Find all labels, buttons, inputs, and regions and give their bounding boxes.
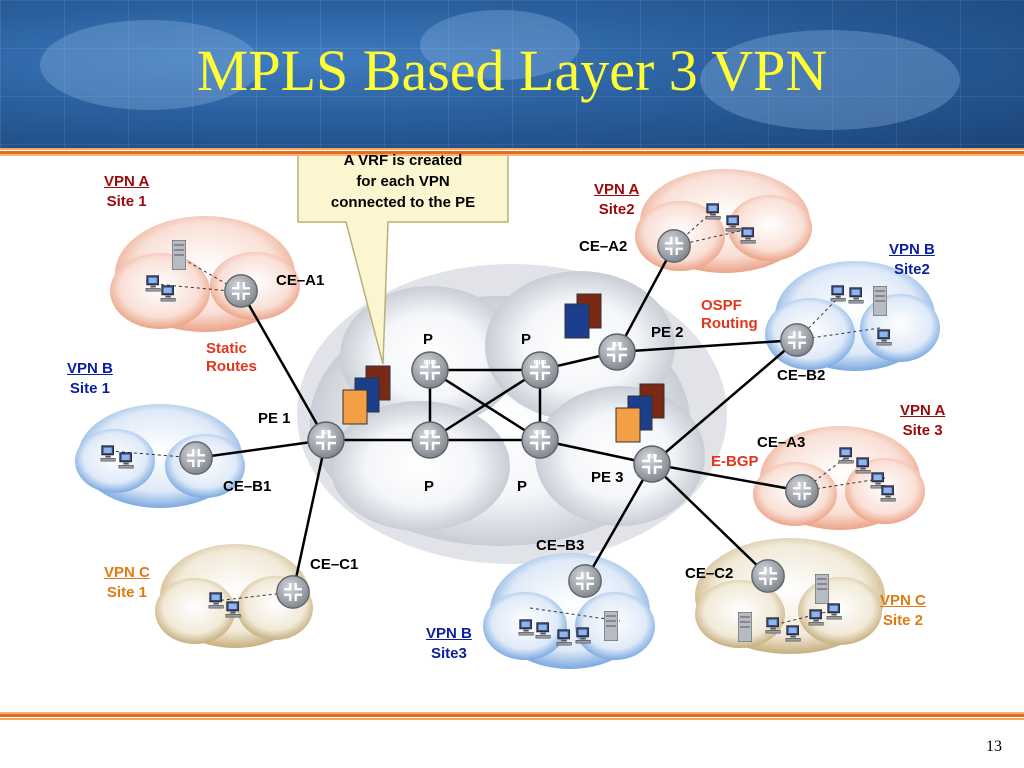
router-model-label: M20 <box>321 430 331 436</box>
router-pe3 <box>632 444 672 484</box>
callout-line: A VRF is created <box>343 152 463 169</box>
site-label-vpn-b-site3: VPN B Site3 <box>426 624 472 664</box>
slide-header: MPLS Based Layer 3 VPN <box>0 0 1024 148</box>
vpn-name: VPN C <box>880 592 926 609</box>
label-pe3: PE 3 <box>591 469 624 486</box>
site-name: Site 1 <box>69 380 110 397</box>
site-name: Site2 <box>893 261 930 278</box>
network-diagram: M20 M20 M20 M160 M160 M160 M160 <box>75 156 940 669</box>
router-model-label: M160 <box>424 430 437 436</box>
vrf-stack-pe2 <box>564 293 602 339</box>
router-model-label: M160 <box>424 360 437 366</box>
ospf-routing-note: OSPF Routing <box>701 297 758 333</box>
site-label-vpn-c-site1: VPN C Site 1 <box>104 563 150 603</box>
label-ce-a3: CE–A3 <box>757 434 806 451</box>
site-label-vpn-c-site2: VPN C Site 2 <box>880 591 926 631</box>
vrf-callout <box>292 156 512 365</box>
router-model-label: M20 <box>612 342 622 348</box>
access-links <box>195 245 803 593</box>
note-line: OSPF <box>701 297 742 314</box>
label-p-bottom-right: P <box>517 478 528 495</box>
vpn-name: VPN A <box>594 181 640 198</box>
router-model-label: M160 <box>534 360 547 366</box>
label-ce-b3: CE–B3 <box>536 537 585 554</box>
site-name: Site 2 <box>882 612 923 629</box>
site-label-vpn-b-site1: VPN B Site 1 <box>67 359 113 399</box>
site-name: Site3 <box>430 645 467 662</box>
vpn-name: VPN C <box>104 564 150 581</box>
router-ce-c2 <box>750 558 786 594</box>
label-ce-a1: CE–A1 <box>276 272 325 289</box>
site-name: Site 1 <box>106 584 147 601</box>
vpn-name: VPN B <box>889 241 935 258</box>
site-label-vpn-a-site2: VPN A Site2 <box>594 180 639 220</box>
label-p-top-right: P <box>521 331 532 348</box>
callout-line: connected to the PE <box>330 194 476 211</box>
label-ce-c1: CE–C1 <box>310 556 359 573</box>
router-p-top-right <box>520 350 560 390</box>
label-ce-b1: CE–B1 <box>223 478 272 495</box>
vrf-stack-pe1 <box>342 365 391 425</box>
site-name: Site 3 <box>902 422 943 439</box>
label-ce-a2: CE–A2 <box>579 238 628 255</box>
router-ce-a2 <box>656 228 692 264</box>
note-line: Routes <box>206 358 257 375</box>
cloud-vpn-b-site3 <box>483 553 655 669</box>
site-name: Site 1 <box>106 193 147 210</box>
router-ce-b1 <box>178 440 214 476</box>
vpn-name: VPN A <box>104 173 150 190</box>
map-grid <box>0 0 1024 148</box>
router-pe1 <box>306 420 346 460</box>
router-ce-b2 <box>779 322 815 358</box>
site-label-vpn-a-site3: VPN A Site 3 <box>900 401 945 441</box>
map-landmass <box>700 30 960 130</box>
router-pe2 <box>597 332 637 372</box>
cloud-vpn-a-site2 <box>635 169 812 273</box>
cloud-vpn-a-site1 <box>110 216 300 332</box>
site-label-vpn-b-site2: VPN B Site2 <box>889 240 935 280</box>
site-name: Site2 <box>598 201 635 218</box>
router-p-bottom-left <box>410 420 450 460</box>
map-landmass <box>420 10 580 80</box>
router-ce-b3 <box>567 563 603 599</box>
router-ce-a3 <box>784 473 820 509</box>
router-ce-c1 <box>275 574 311 610</box>
label-pe1: PE 1 <box>258 410 291 427</box>
vpn-name: VPN B <box>67 360 113 377</box>
label-ce-b2: CE–B2 <box>777 367 826 384</box>
site-label-vpn-a-site1: VPN A Site 1 <box>104 172 149 212</box>
map-landmass <box>40 20 260 110</box>
label-p-bottom-left: P <box>424 478 435 495</box>
cloud-vpn-c-site2 <box>695 538 885 654</box>
router-model-label: M20 <box>647 454 657 460</box>
note-line: Routing <box>701 315 758 332</box>
router-p-bottom-right <box>520 420 560 460</box>
top-divider <box>0 148 1024 156</box>
label-pe2: PE 2 <box>651 324 684 341</box>
vpn-name: VPN A <box>900 402 946 419</box>
static-routes-note: Static Routes <box>206 340 257 376</box>
ebgp-note: E-BGP <box>711 453 759 470</box>
label-ce-c2: CE–C2 <box>685 565 734 582</box>
router-model-label: M160 <box>534 430 547 436</box>
router-ce-a1 <box>223 273 259 309</box>
vrf-callout-text: A VRF is created for each VPN connected … <box>296 150 510 213</box>
callout-line: for each VPN <box>356 173 450 190</box>
note-line: Static <box>206 340 247 357</box>
label-p-top-left: P <box>423 331 434 348</box>
router-p-top-left <box>410 350 450 390</box>
vpn-name: VPN B <box>426 625 472 642</box>
bottom-divider <box>0 712 1024 720</box>
slide-title: MPLS Based Layer 3 VPN <box>196 38 828 103</box>
page-number: 13 <box>986 738 1002 755</box>
vrf-stack-pe3 <box>615 383 665 443</box>
